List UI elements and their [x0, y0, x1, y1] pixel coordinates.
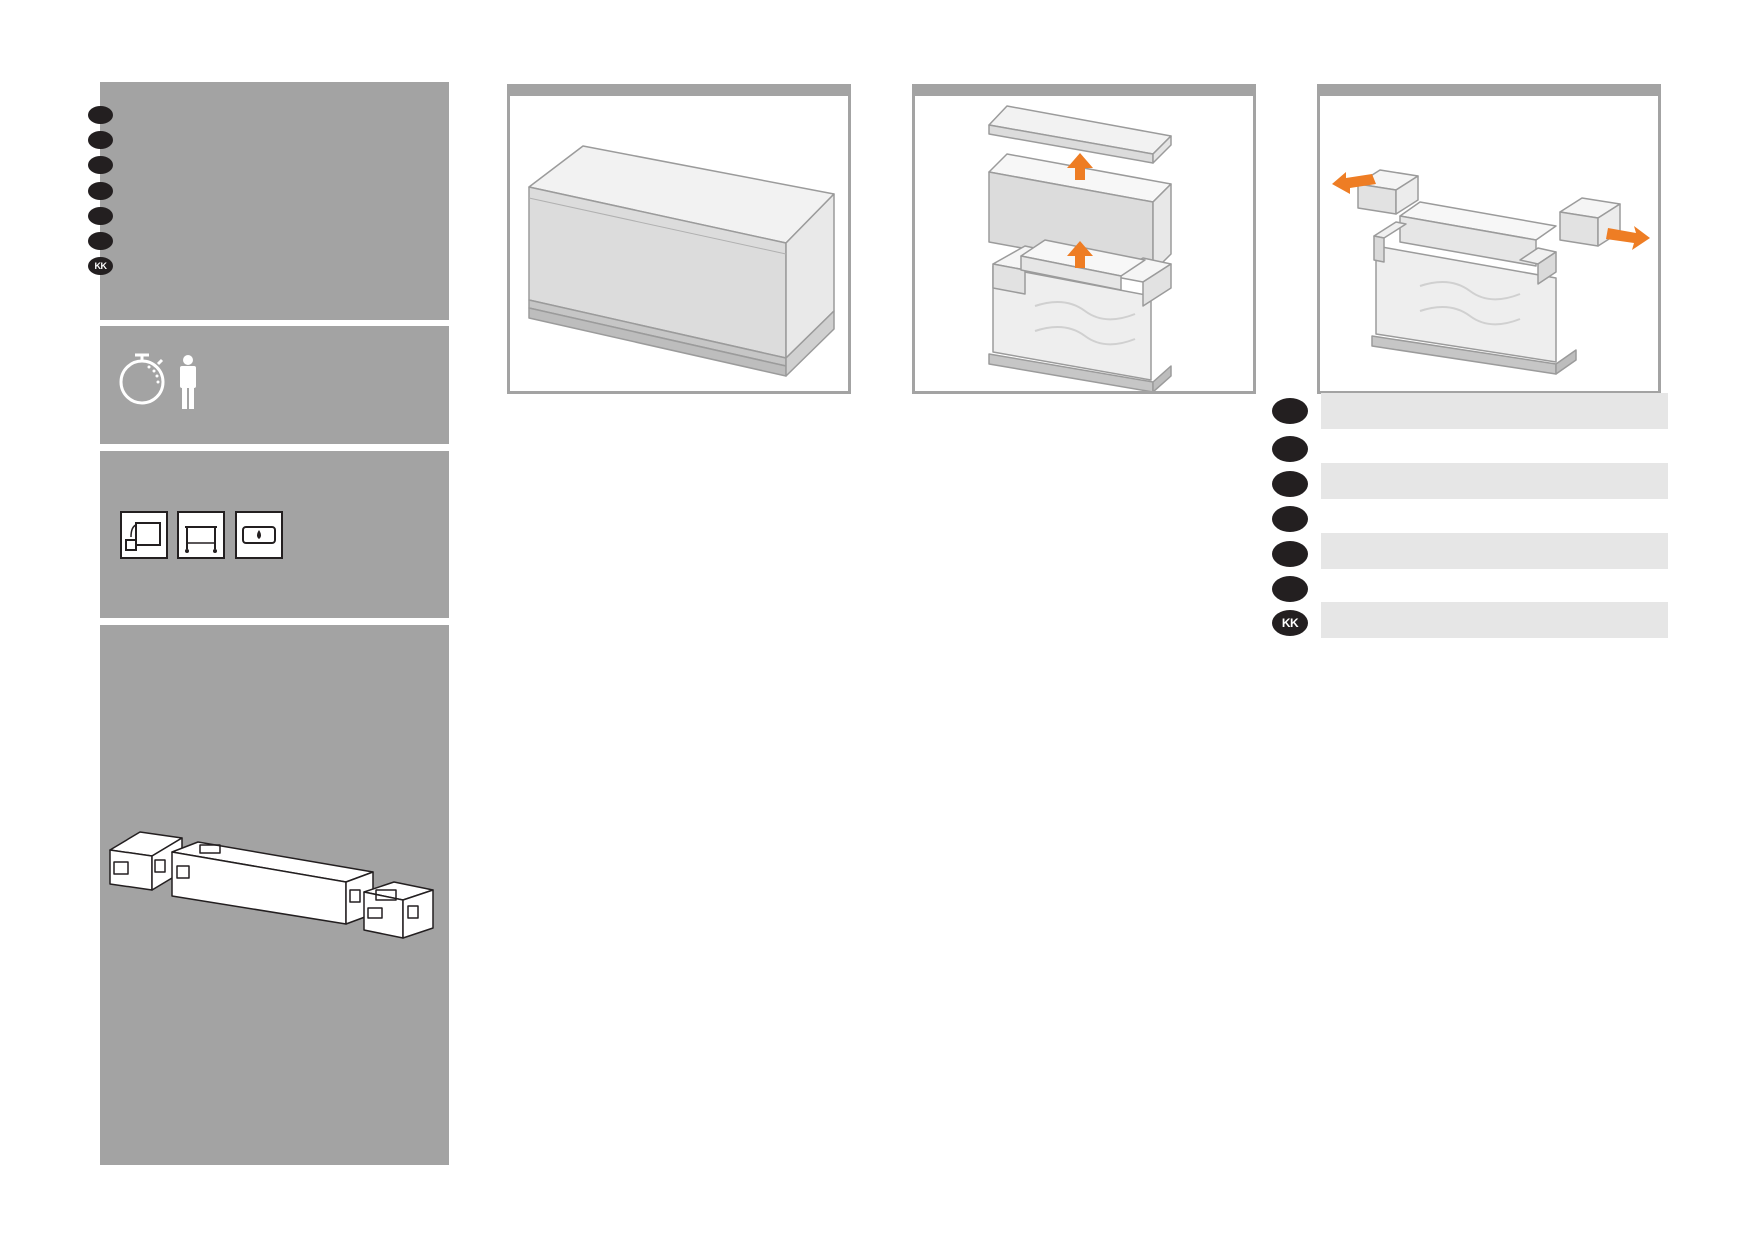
- language-badge: [88, 131, 113, 149]
- step-3-panel: [1317, 84, 1661, 394]
- stopwatch-icon: [119, 353, 165, 405]
- up-arrow-icon: [1067, 153, 1093, 180]
- language-badge: [1272, 541, 1308, 567]
- ink-supply-icon: [235, 511, 283, 559]
- stand-icon: [177, 511, 225, 559]
- remove-end-foam: [1332, 169, 1650, 375]
- language-badge: [88, 182, 113, 200]
- language-badge: [1272, 471, 1308, 497]
- language-strip: [1321, 533, 1668, 569]
- language-badge: [88, 106, 113, 124]
- language-badge: [1272, 436, 1308, 462]
- right-arrow-icon: [1606, 226, 1650, 250]
- language-badge: [88, 232, 113, 250]
- language-strip: [1321, 393, 1668, 429]
- language-badge: [1272, 576, 1308, 602]
- language-strip: [1321, 602, 1668, 638]
- language-strip: [1321, 463, 1668, 499]
- left-arrow-icon: [1332, 172, 1376, 194]
- shipping-boxes-icon: [109, 831, 434, 939]
- requirements-panel: [100, 326, 449, 444]
- step-2-panel: [912, 84, 1256, 394]
- up-arrow-icon: [1067, 241, 1093, 268]
- language-badge: [1272, 506, 1308, 532]
- step-1-panel: [507, 84, 851, 394]
- language-badge: [1272, 398, 1308, 424]
- lift-lid-and-sleeve: [988, 105, 1172, 391]
- rotate-space-icon: [120, 511, 168, 559]
- language-badge: [88, 156, 113, 174]
- person-icon: [180, 355, 196, 409]
- language-badge-kk: KK: [88, 257, 113, 275]
- language-badge: [88, 207, 113, 225]
- language-badge-kk: KK: [1272, 610, 1308, 636]
- language-panel: [100, 82, 449, 320]
- closed-shipping-box: [528, 145, 835, 377]
